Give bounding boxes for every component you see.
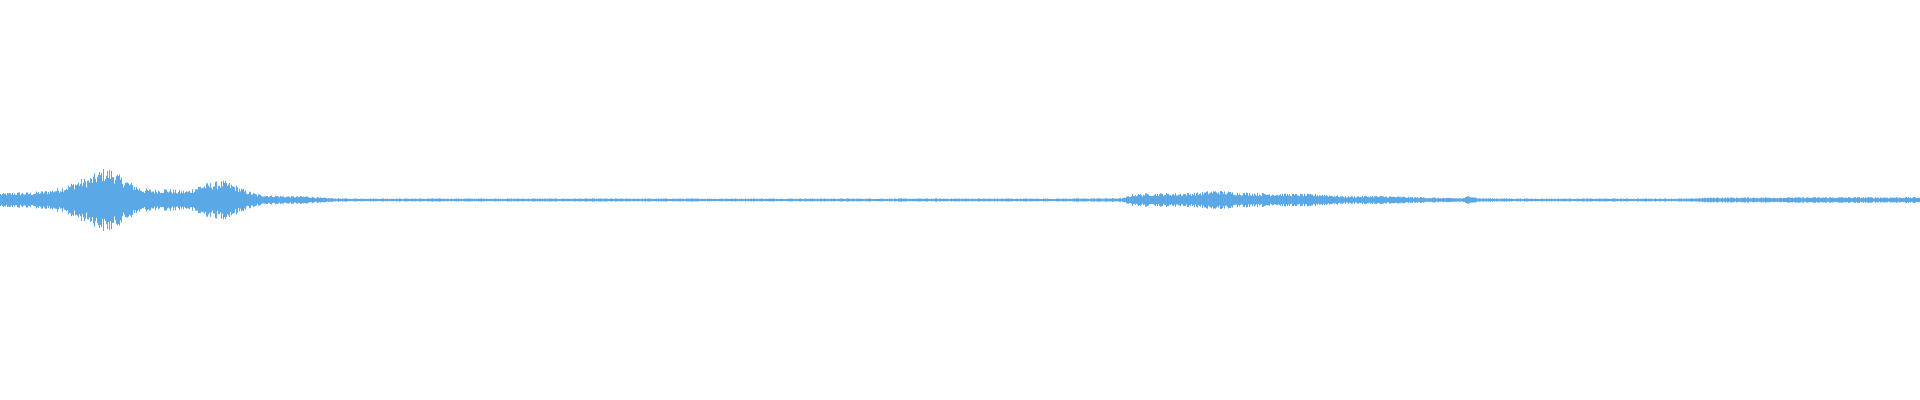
waveform-bars	[0, 168, 1920, 232]
